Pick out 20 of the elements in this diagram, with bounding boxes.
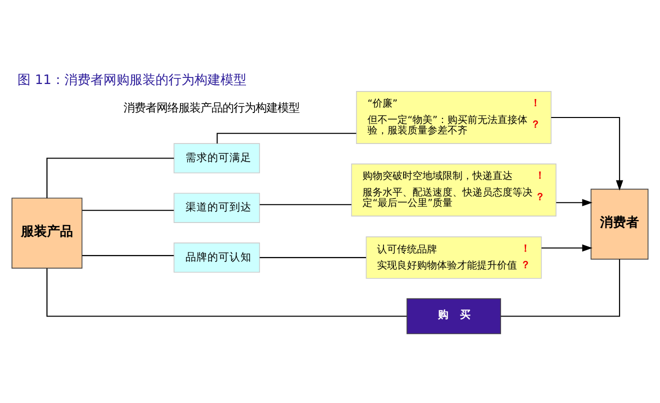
arrow	[542, 244, 592, 252]
arrow	[556, 198, 592, 206]
connector	[82, 254, 174, 256]
connector	[82, 209, 174, 210]
connector	[216, 132, 356, 143]
arrow	[551, 116, 624, 190]
node-box: 渠道的可到达	[174, 192, 260, 222]
node-box: 需求的可满足	[174, 142, 260, 173]
connector	[46, 268, 407, 316]
diagram-title: 图 11：消费者网购服装的行为构建模型	[18, 72, 246, 88]
connector	[260, 204, 352, 205]
connector	[500, 258, 620, 316]
node-box: 认可传统品牌 ！ 实现良好购物体验才能提升价值 ？	[366, 236, 542, 278]
node-box: 服装产品	[12, 197, 82, 268]
label: 消费者网络服装产品的行为构建模型	[124, 100, 300, 114]
node-box: 购 买	[406, 298, 502, 334]
connector	[260, 256, 366, 258]
connector	[46, 157, 174, 198]
node-box: 品牌的可认知	[174, 242, 260, 272]
node-box: 消费者	[590, 188, 648, 260]
